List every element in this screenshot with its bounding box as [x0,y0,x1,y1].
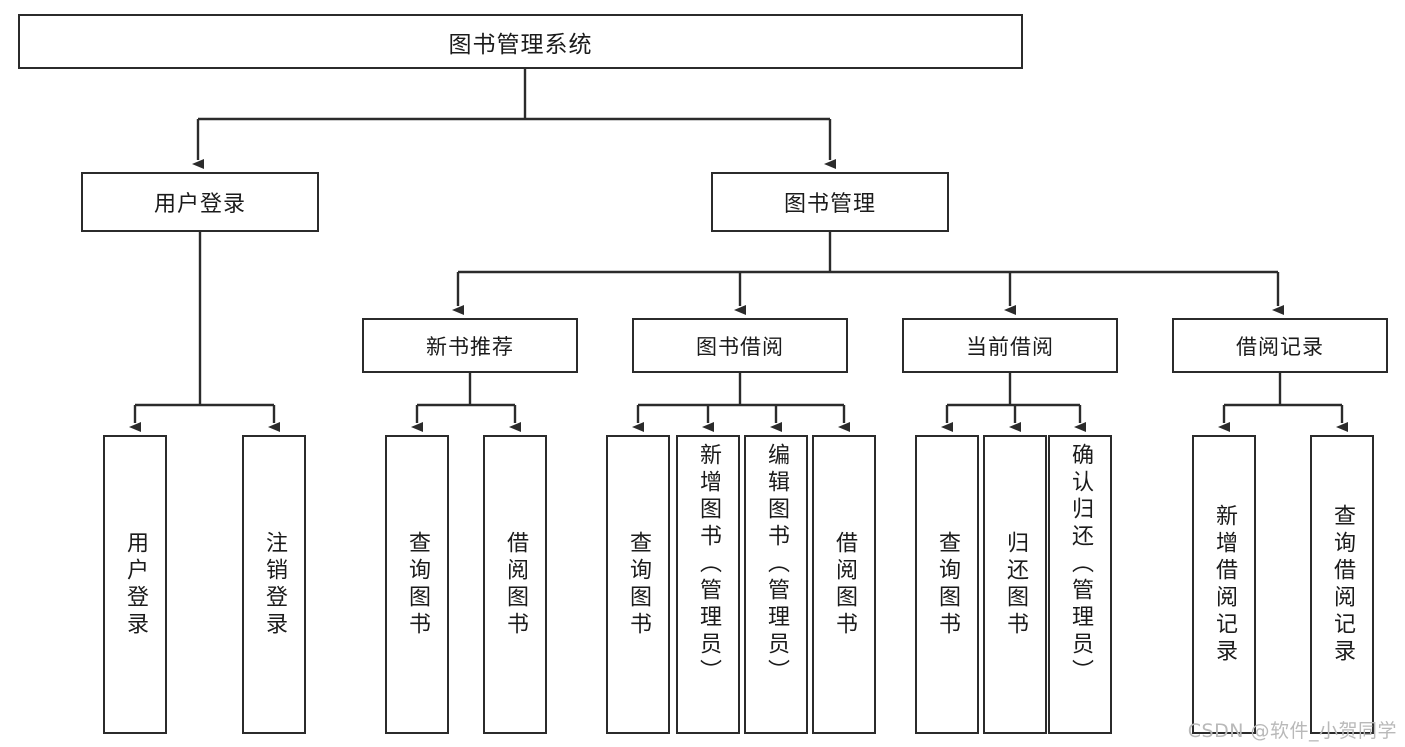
node-current-borrow-label: 当前借阅 [966,334,1054,359]
node-leaf-query-book-2-label: 查询图书 [626,530,651,639]
node-user-login-label: 用户登录 [153,192,246,217]
node-borrow-record[interactable]: 借阅记录 [1172,318,1388,373]
node-user-login[interactable]: 用户登录 [81,172,319,232]
node-leaf-edit-book[interactable]: 编辑图书（管理员） [744,435,808,734]
node-leaf-query-book-3-label: 查询图书 [935,530,960,639]
watermark-text: CSDN @软件_小贺同学 [1187,720,1397,742]
node-leaf-query-book-1-label: 查询图书 [405,530,430,639]
node-leaf-logout[interactable]: 注销登录 [242,435,306,734]
node-root[interactable]: 图书管理系统 [18,14,1023,69]
node-leaf-borrow-book-1-label: 借阅图书 [503,530,528,639]
node-leaf-confirm-return-label: 确认归还（管理员） [1068,443,1093,686]
node-borrow-record-label: 借阅记录 [1236,334,1324,359]
node-new-book-recommend-label: 新书推荐 [426,334,514,359]
node-leaf-add-book[interactable]: 新增图书（管理员） [676,435,740,734]
node-book-manage-label: 图书管理 [783,192,876,217]
node-book-borrow[interactable]: 图书借阅 [632,318,848,373]
node-leaf-borrow-book-2-label: 借阅图书 [832,530,857,639]
node-leaf-logout-label: 注销登录 [262,530,287,639]
node-leaf-borrow-book-1[interactable]: 借阅图书 [483,435,547,734]
node-leaf-add-book-label: 新增图书（管理员） [696,443,721,686]
node-leaf-borrow-book-2[interactable]: 借阅图书 [812,435,876,734]
node-book-manage[interactable]: 图书管理 [711,172,949,232]
node-current-borrow[interactable]: 当前借阅 [902,318,1118,373]
node-leaf-query-record[interactable]: 查询借阅记录 [1310,435,1374,734]
node-leaf-query-record-label: 查询借阅记录 [1330,503,1355,666]
node-leaf-confirm-return[interactable]: 确认归还（管理员） [1048,435,1112,734]
node-root-label: 图书管理系统 [448,31,593,58]
node-leaf-query-book-2[interactable]: 查询图书 [606,435,670,734]
node-leaf-edit-book-label: 编辑图书（管理员） [764,443,789,686]
node-leaf-user-login-label: 用户登录 [123,530,148,639]
node-leaf-return-book[interactable]: 归还图书 [983,435,1047,734]
node-leaf-add-record[interactable]: 新增借阅记录 [1192,435,1256,734]
node-leaf-query-book-1[interactable]: 查询图书 [385,435,449,734]
node-leaf-user-login[interactable]: 用户登录 [103,435,167,734]
node-leaf-query-book-3[interactable]: 查询图书 [915,435,979,734]
node-leaf-add-record-label: 新增借阅记录 [1212,503,1237,666]
node-new-book-recommend[interactable]: 新书推荐 [362,318,578,373]
node-book-borrow-label: 图书借阅 [696,334,784,359]
node-leaf-return-book-label: 归还图书 [1003,530,1028,639]
